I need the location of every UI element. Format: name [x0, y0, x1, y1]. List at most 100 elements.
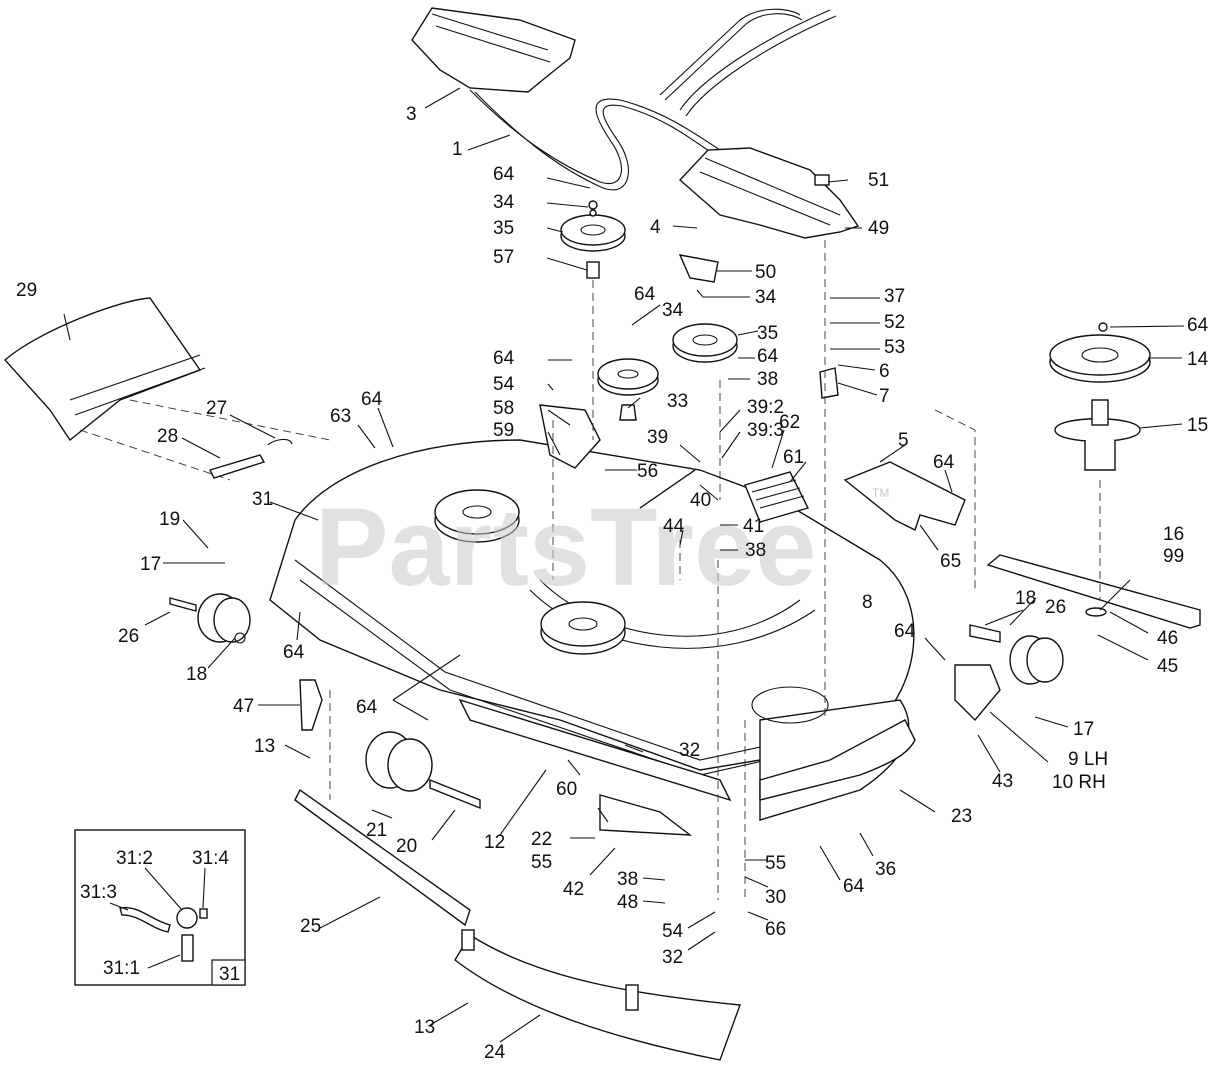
callout-13b: 13 — [414, 1017, 435, 1038]
callout-leaders — [63, 87, 1185, 1043]
callout-64g: 64 — [933, 452, 955, 473]
callout-6: 6 — [879, 361, 890, 382]
callout-64c: 64 — [757, 346, 779, 367]
callout-48: 48 — [617, 892, 638, 913]
callout-23: 23 — [951, 806, 972, 827]
anti-scalp-wheel-left — [169, 593, 251, 644]
callout-35b: 35 — [757, 323, 778, 344]
callout-33: 33 — [667, 391, 688, 412]
callout-26b: 26 — [1045, 597, 1066, 618]
callout-25: 25 — [300, 916, 321, 937]
callout-27: 27 — [206, 398, 227, 419]
lift-bracket-front — [599, 794, 693, 836]
callout-35a: 35 — [493, 218, 514, 239]
callout-63: 63 — [330, 406, 351, 427]
belt-cover-right — [678, 147, 860, 239]
spindle-housing-right — [1054, 399, 1141, 471]
inset-label-31-1: 31:1 — [103, 958, 140, 979]
callout-31: 31 — [252, 489, 273, 510]
callout-60: 60 — [556, 779, 577, 800]
callout-49: 49 — [868, 218, 889, 239]
callout-53: 53 — [884, 337, 905, 358]
callout-12: 12 — [484, 832, 505, 853]
drive-belt — [469, 8, 837, 191]
assembly-guide-lines — [329, 240, 1101, 900]
callout-64j: 64 — [894, 621, 916, 642]
inset-label-31-4: 31:4 — [192, 848, 229, 869]
callout-64d: 64 — [493, 348, 515, 369]
discharge-chute — [3, 297, 331, 481]
callout-62: 62 — [779, 412, 800, 433]
callout-39-2: 39:2 — [747, 397, 784, 418]
callout-36: 36 — [875, 859, 896, 880]
callout-3: 3 — [406, 104, 417, 125]
inset-number: 31 — [219, 964, 240, 985]
callout-58: 58 — [493, 398, 514, 419]
callout-13a: 13 — [254, 736, 275, 757]
callout-29: 29 — [16, 280, 37, 301]
callout-56: 56 — [637, 461, 658, 482]
callout-45: 45 — [1157, 656, 1178, 677]
anti-scalp-wheel-front — [365, 731, 481, 810]
deck-pulley-left — [434, 489, 520, 543]
callout-4: 4 — [650, 217, 661, 238]
callout-43: 43 — [992, 771, 1013, 792]
callout-1: 1 — [452, 139, 463, 160]
callout-labels: 1 3 4 5 6 7 8 9 LH 10 RH 12 13 13 14 15 … — [16, 104, 1209, 1063]
callout-46: 46 — [1157, 628, 1178, 649]
cover-knob — [814, 174, 830, 186]
callout-10: 10 RH — [1052, 772, 1106, 793]
spring — [639, 469, 696, 509]
watermark-tm: TM — [872, 486, 889, 500]
callout-59: 59 — [493, 420, 514, 441]
callout-54a: 54 — [493, 374, 515, 395]
callout-22: 22 — [531, 829, 552, 850]
callout-28: 28 — [157, 426, 178, 447]
spindle-pulley-right — [1049, 322, 1151, 383]
callout-34c: 34 — [755, 287, 777, 308]
spring-bracket — [843, 461, 966, 531]
callout-16: 16 — [1163, 524, 1184, 545]
callout-41: 41 — [743, 516, 764, 537]
callout-30: 30 — [765, 887, 786, 908]
rear-baffle — [759, 719, 916, 801]
callout-42: 42 — [563, 879, 584, 900]
callout-5: 5 — [898, 430, 909, 451]
callout-7: 7 — [879, 386, 890, 407]
callout-14: 14 — [1187, 349, 1209, 370]
callout-50: 50 — [755, 262, 776, 283]
callout-17a: 17 — [140, 554, 161, 575]
callout-66: 66 — [765, 919, 786, 940]
deck-hanger-bracket-right — [954, 664, 1001, 722]
callout-20: 20 — [396, 836, 417, 857]
callout-44: 44 — [663, 516, 685, 537]
callout-37: 37 — [884, 286, 905, 307]
callout-57: 57 — [493, 247, 514, 268]
inset-label-31-2: 31:2 — [116, 848, 153, 869]
callout-17b: 17 — [1073, 719, 1094, 740]
callout-34a: 34 — [493, 192, 515, 213]
callout-18a: 18 — [186, 664, 207, 685]
callout-38a: 38 — [757, 369, 778, 390]
callout-9: 9 LH — [1068, 749, 1108, 770]
callout-19: 19 — [159, 509, 180, 530]
callout-64a: 64 — [493, 164, 515, 185]
callout-40: 40 — [690, 490, 711, 511]
callout-24: 24 — [484, 1042, 506, 1063]
callout-64i: 64 — [356, 697, 378, 718]
callout-18b: 18 — [1015, 588, 1036, 609]
front-baffle — [294, 788, 741, 1061]
anti-scalp-wheel-right — [969, 624, 1064, 685]
callout-99: 99 — [1163, 546, 1184, 567]
heat-shield-grid — [744, 471, 810, 523]
callout-54b: 54 — [662, 921, 684, 942]
chute-rod — [209, 438, 293, 479]
deck-pulley-center — [540, 601, 626, 655]
idler-pulley-top — [560, 200, 626, 279]
callout-64k: 64 — [843, 876, 865, 897]
callout-51: 51 — [868, 170, 889, 191]
callout-65: 65 — [940, 551, 961, 572]
callout-26a: 26 — [118, 626, 139, 647]
callout-55b: 55 — [765, 853, 786, 874]
mower-blade — [986, 554, 1201, 629]
